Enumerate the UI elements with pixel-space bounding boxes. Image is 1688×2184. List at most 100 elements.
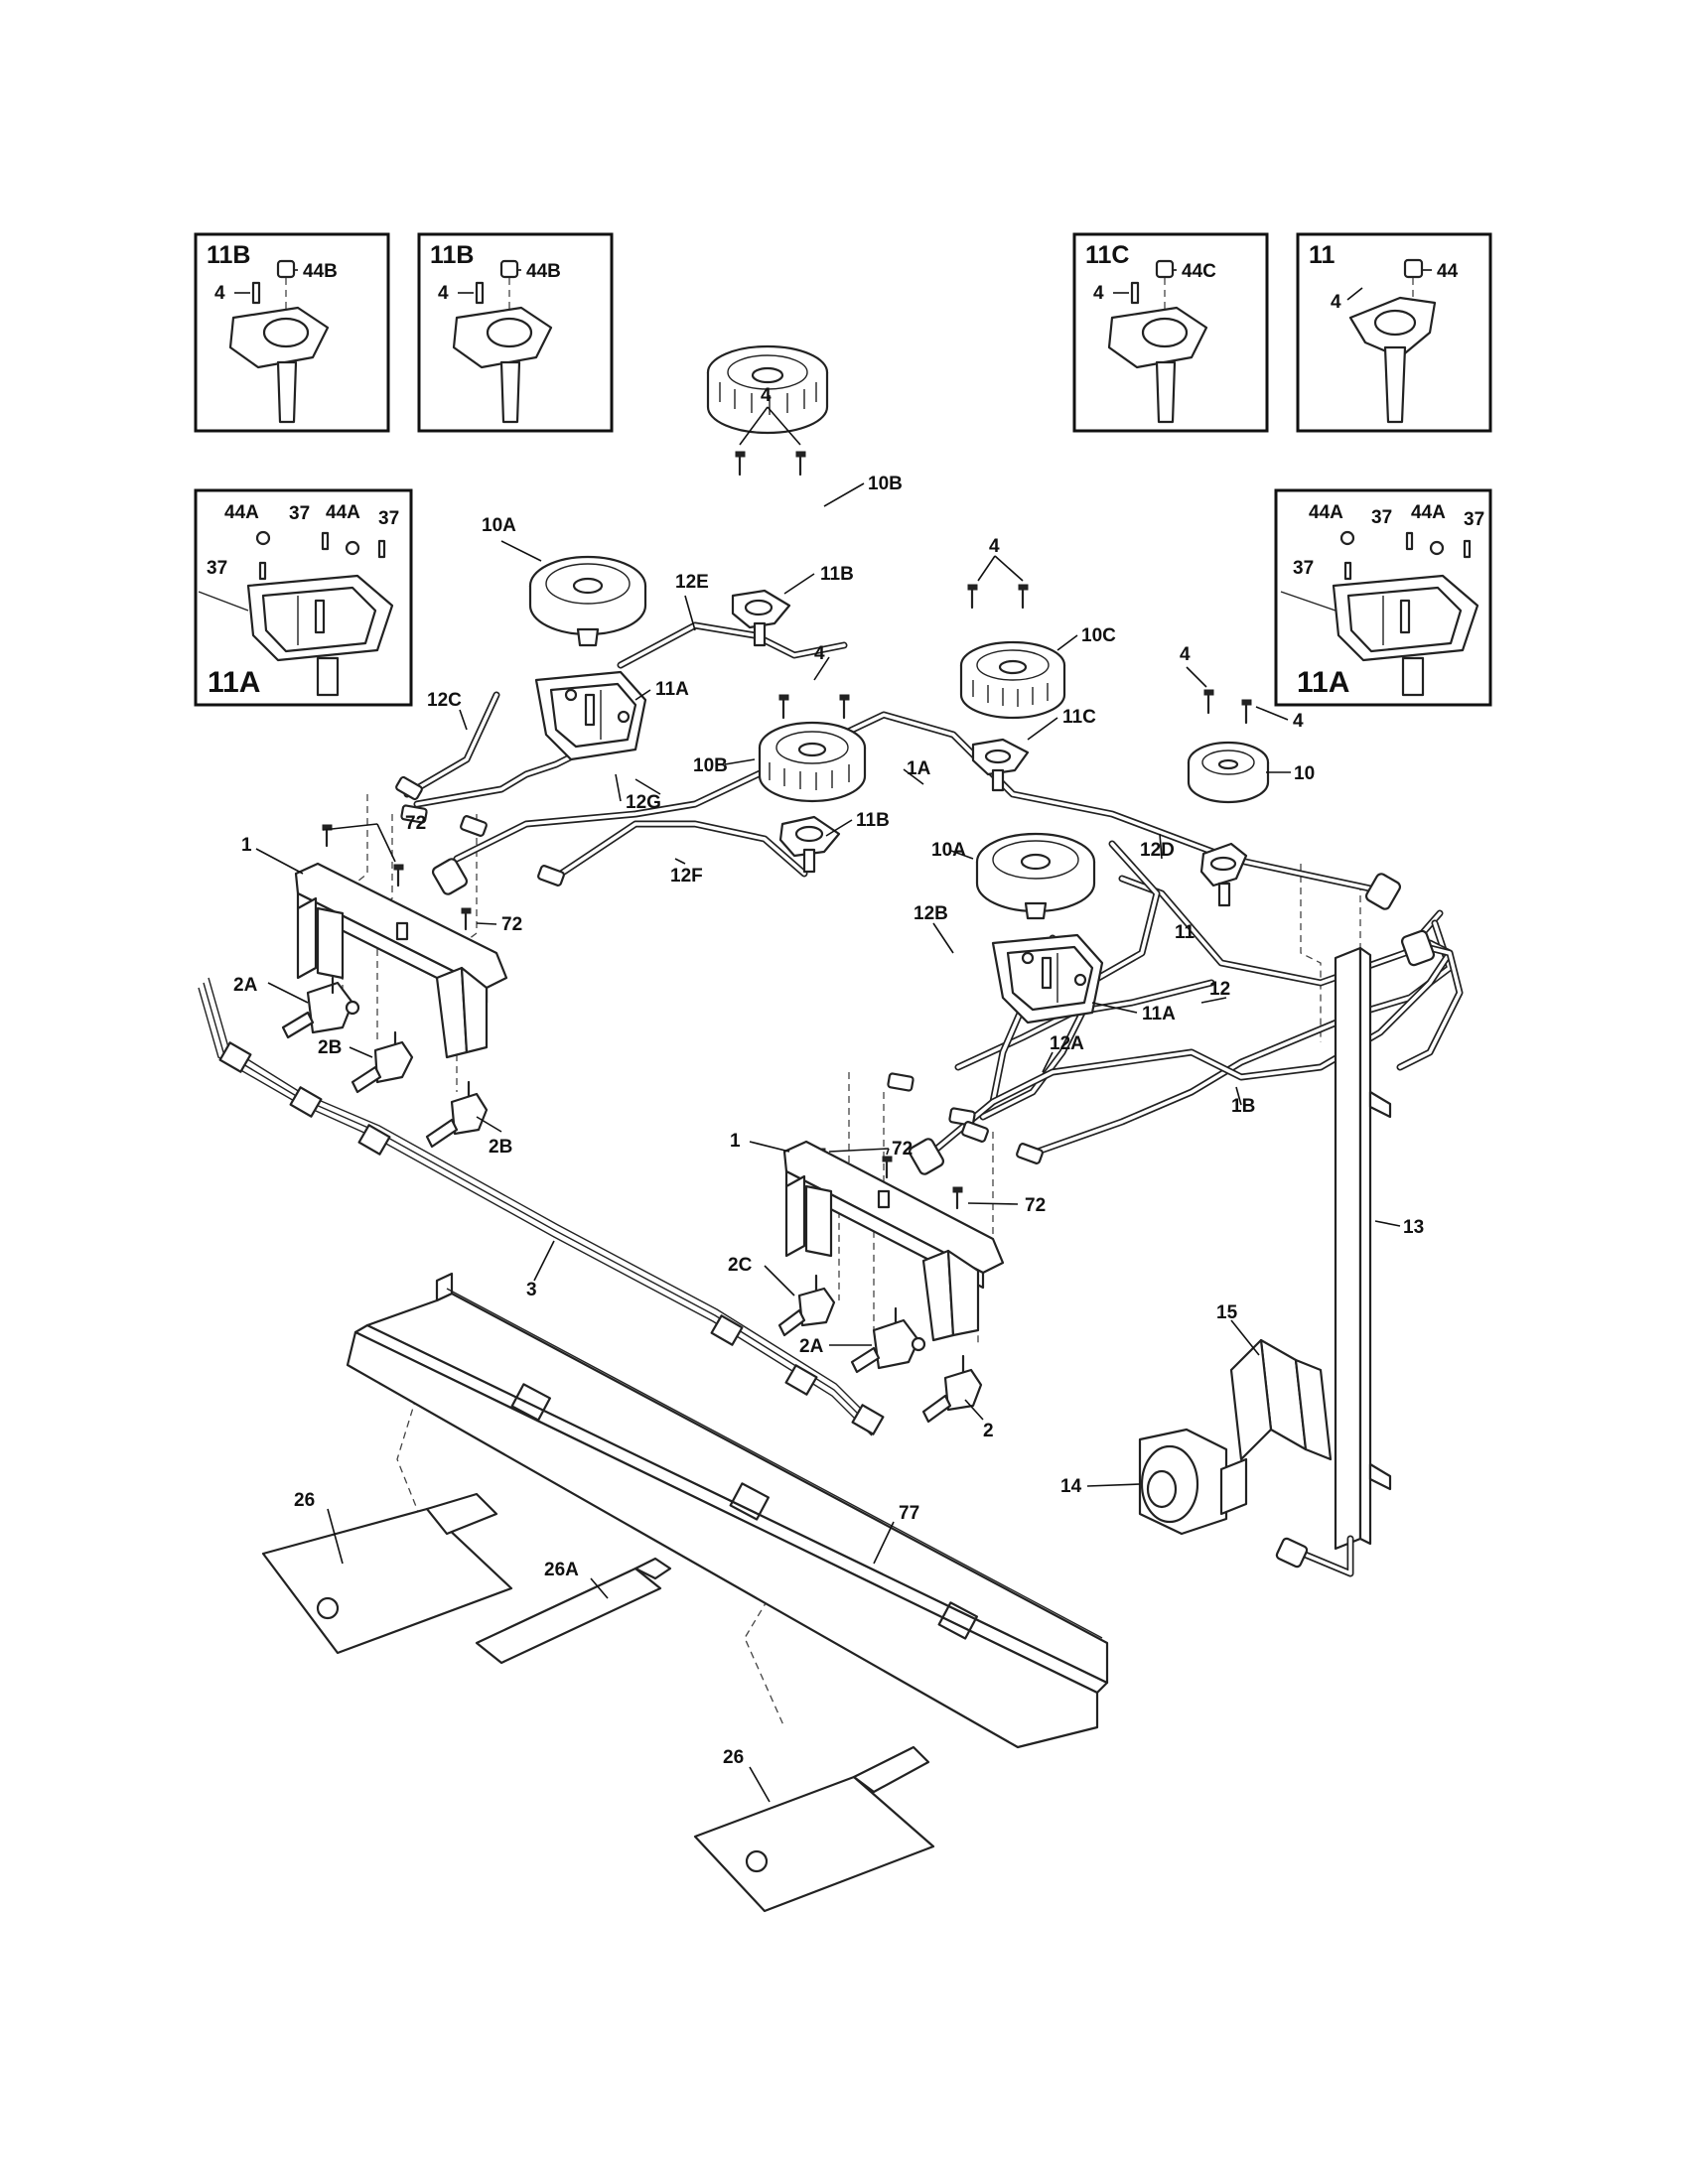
callout: 12E xyxy=(675,572,709,593)
callout: 4 xyxy=(1180,644,1191,665)
callout: 2B xyxy=(489,1137,512,1158)
inset-label: 37 xyxy=(1371,507,1392,528)
callout: 13 xyxy=(1403,1217,1424,1238)
screw-icon xyxy=(1241,699,1252,725)
callout: 26 xyxy=(723,1747,744,1768)
burner-base-11b-top xyxy=(731,589,791,647)
inset-label: 37 xyxy=(378,508,399,529)
callout: 4 xyxy=(989,536,1000,557)
inset-11b-left: 11B 4 44B xyxy=(194,232,390,433)
burner-base-icon xyxy=(1107,259,1208,424)
callout: 10 xyxy=(1294,763,1315,784)
inset-11b-right: 11B 4 44B xyxy=(417,232,614,433)
screw-icon xyxy=(778,694,789,720)
burner-base-11 xyxy=(1199,842,1248,907)
screw-icon xyxy=(1203,689,1214,715)
screw-icon xyxy=(461,907,472,931)
inset-label: 37 xyxy=(207,558,227,579)
callout: 11C xyxy=(1062,707,1096,728)
burner-housing-icon xyxy=(198,530,394,697)
callout: 26 xyxy=(294,1490,315,1511)
valve-2a-mid xyxy=(850,1306,926,1374)
burner-head-10a-left xyxy=(528,555,647,647)
burner-housing-icon xyxy=(1280,530,1479,697)
valve-2 xyxy=(921,1354,983,1424)
burner-channel xyxy=(346,1272,1109,1749)
burner-shield-26-left xyxy=(261,1492,513,1655)
burner-shield-26-bottom xyxy=(693,1745,935,1913)
screw-icon xyxy=(967,584,978,610)
gas-pressure-regulator xyxy=(1138,1428,1248,1536)
callout: 12C xyxy=(427,690,462,711)
inset-label: 44A xyxy=(1411,502,1446,523)
callout: 14 xyxy=(1060,1476,1082,1497)
screw-icon xyxy=(952,1186,963,1210)
burner-housing-11a-mid xyxy=(991,933,1104,1024)
inset-label: 4 xyxy=(1331,292,1341,313)
callout: 2C xyxy=(728,1255,753,1276)
screw-icon xyxy=(393,864,404,887)
callout: 2A xyxy=(799,1336,824,1357)
inset-11: 11 4 44 xyxy=(1296,232,1492,433)
inset-title: 11C xyxy=(1085,241,1129,269)
inset-title: 11 xyxy=(1309,241,1336,269)
callout: 4 xyxy=(814,643,825,664)
screw-icon xyxy=(839,694,850,720)
inset-label: 44B xyxy=(303,261,338,282)
burner-base-icon xyxy=(1348,258,1437,424)
inset-label: 37 xyxy=(1464,509,1484,530)
manifold-bracket-mid xyxy=(782,1140,1005,1342)
callout: 11 xyxy=(1175,922,1196,943)
inset-label: 44C xyxy=(1182,261,1216,282)
callout: 77 xyxy=(899,1503,919,1524)
valve-2a-left xyxy=(281,976,360,1039)
inset-11a-right: 11A 44A 37 44A 37 37 xyxy=(1274,488,1492,707)
leader-lines xyxy=(255,406,1401,1803)
callout: 72 xyxy=(405,813,426,834)
callout: 10B xyxy=(693,755,728,776)
inset-label: 44A xyxy=(224,502,259,523)
burner-head-10b-mid xyxy=(758,721,867,803)
burner-base-11c xyxy=(971,738,1030,792)
callout: 12G xyxy=(626,792,661,813)
callout: 10A xyxy=(482,515,516,536)
burner-head-10c xyxy=(959,640,1066,720)
inset-label: 44A xyxy=(1309,502,1343,523)
callout: 1 xyxy=(730,1131,741,1152)
callout: 10A xyxy=(931,840,966,861)
callout: 15 xyxy=(1216,1302,1238,1323)
inset-label: 44B xyxy=(526,261,561,282)
callout: 26A xyxy=(544,1560,579,1580)
burner-head-10b-top xyxy=(706,344,829,435)
inset-label: 4 xyxy=(214,283,225,304)
callout: 12A xyxy=(1050,1033,1084,1054)
valve-2b-a xyxy=(351,1030,414,1094)
burner-base-icon xyxy=(452,259,553,424)
inset-label: 44A xyxy=(326,502,360,523)
callout: 2B xyxy=(318,1037,342,1058)
regulator-bracket xyxy=(1229,1338,1333,1461)
inset-11c: 11C 4 44C xyxy=(1072,232,1269,433)
inset-title: 11A xyxy=(208,666,260,699)
screw-icon xyxy=(322,824,333,848)
callout: 11A xyxy=(655,679,689,700)
inset-title: 11B xyxy=(430,241,474,269)
burner-head-10a-mid xyxy=(975,832,1096,920)
igniter-harness xyxy=(198,977,885,1436)
callout: 10B xyxy=(868,474,903,494)
pipe-fittings xyxy=(395,775,1436,1175)
burner-base-icon xyxy=(228,259,330,424)
inset-label: 4 xyxy=(1093,283,1104,304)
screw-icon xyxy=(1018,584,1029,610)
screw-icon xyxy=(795,451,806,477)
callout: 1A xyxy=(907,758,931,779)
screw-icon xyxy=(882,1156,893,1179)
callout: 10C xyxy=(1081,625,1116,646)
callout: 11A xyxy=(1142,1004,1176,1024)
inset-title: 11B xyxy=(207,241,250,269)
callout: 11B xyxy=(856,810,890,831)
inset-label: 37 xyxy=(289,503,310,524)
callout: 2A xyxy=(233,975,258,996)
callout: 72 xyxy=(892,1139,913,1160)
